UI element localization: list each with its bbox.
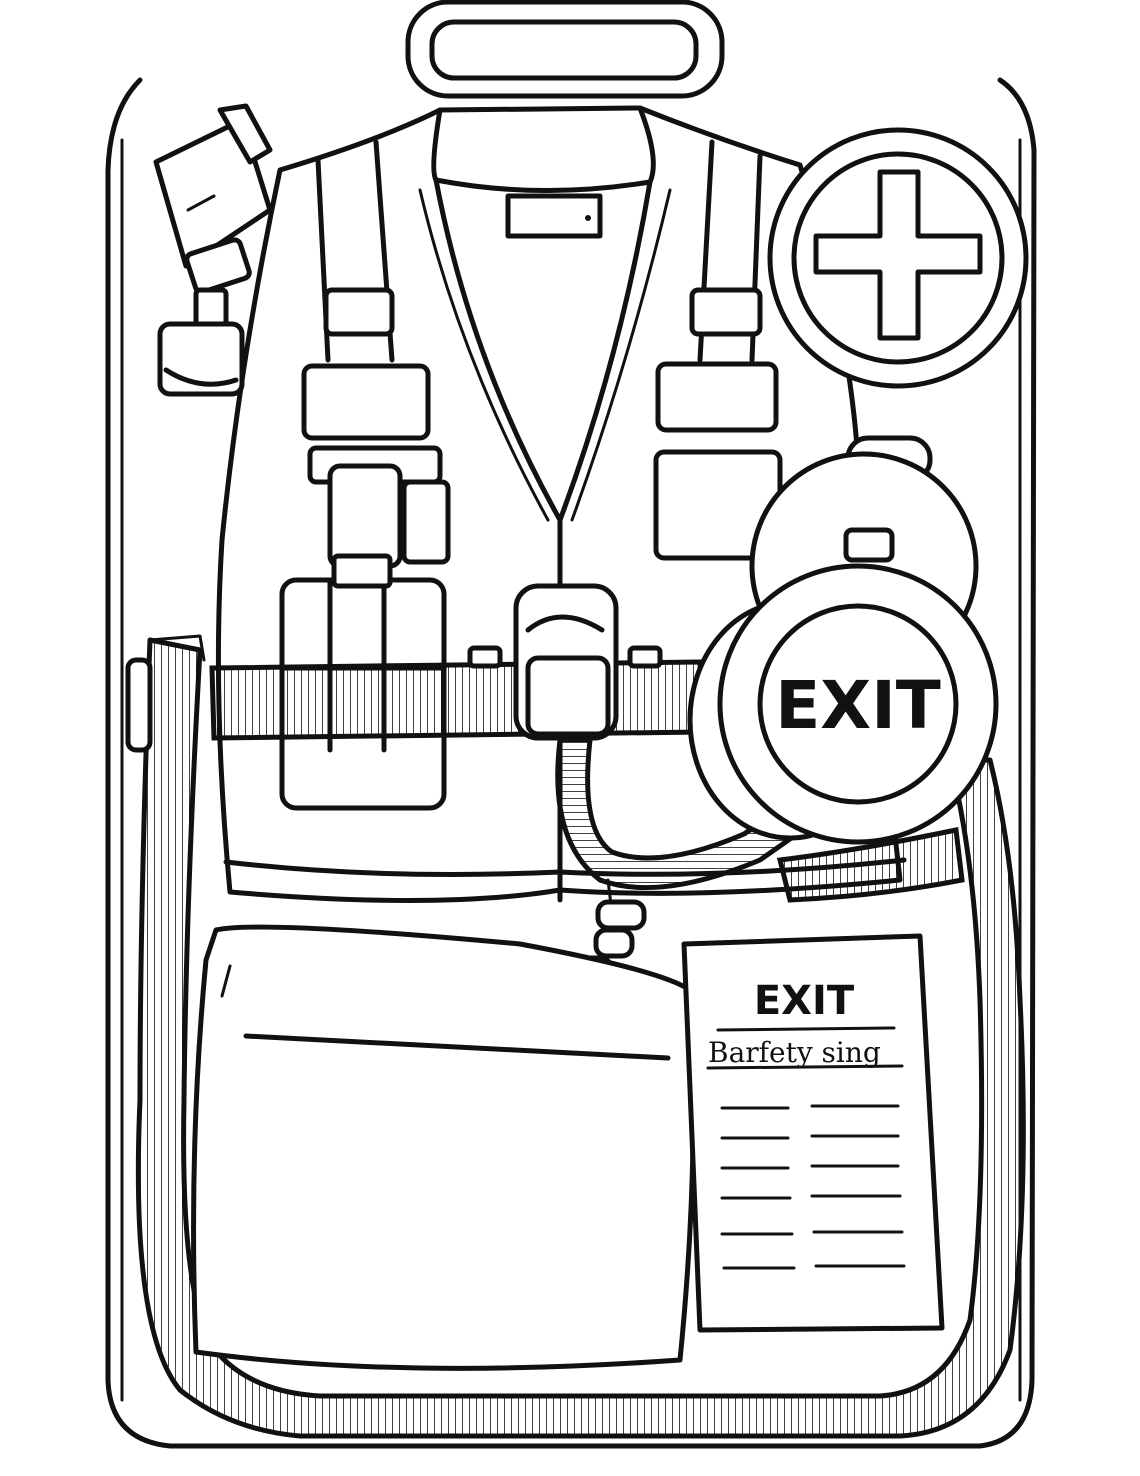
exit-medallion: EXIT [687, 563, 999, 845]
medallion-label: EXIT [775, 667, 941, 744]
waist-strap [776, 826, 965, 903]
vest-straps [315, 139, 763, 363]
first-aid-cross-icon [767, 127, 1029, 389]
sign-card-lines [720, 1104, 906, 1270]
storage-pouch [191, 924, 696, 1371]
belt [209, 583, 705, 741]
safety-sign-card: EXIT Barfety sing [681, 933, 945, 1333]
hanger-handle [405, 0, 725, 99]
sign-card-heading: EXIT [754, 978, 855, 1024]
chest-patches [301, 361, 783, 561]
sign-card-caption: Barfety sing [708, 1036, 881, 1069]
flashlight [153, 103, 273, 397]
